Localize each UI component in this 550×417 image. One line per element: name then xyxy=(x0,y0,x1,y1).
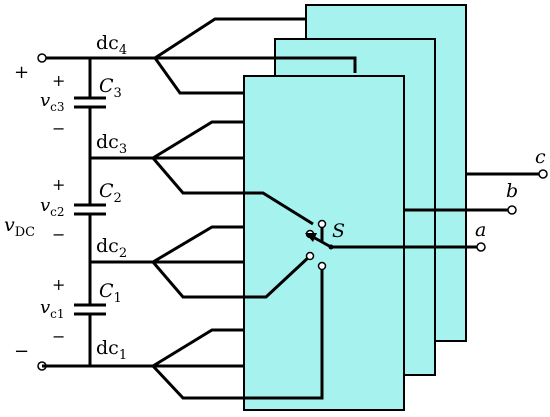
switch-contact-wire-2 xyxy=(244,191,314,226)
output-a-terminal[interactable] xyxy=(476,242,486,252)
dc3-feed-upper xyxy=(152,120,244,160)
switch-contact-dc2 xyxy=(305,251,315,261)
dc4-rail xyxy=(42,56,357,73)
dc3-label: dc3 xyxy=(96,131,127,157)
switch-arrowhead xyxy=(305,233,317,242)
dc2-feed-upper xyxy=(152,225,244,264)
c2-minus-sign: − xyxy=(52,225,65,244)
c1-minus-sign: − xyxy=(52,327,65,346)
output-a-label: a xyxy=(475,219,486,241)
switch-contact-dc1 xyxy=(317,261,327,271)
c1-plus-sign: + xyxy=(52,275,65,294)
output-c-terminal[interactable] xyxy=(538,169,548,179)
dc1-feed-lower xyxy=(151,364,244,400)
vc2-label: vc2 xyxy=(40,195,65,219)
switch-contact-wire-4 xyxy=(244,266,324,400)
output-b-terminal[interactable] xyxy=(507,205,517,215)
dc1-label: dc1 xyxy=(96,337,127,363)
capacitor-c2-label: C2 xyxy=(99,180,122,206)
dc2-label: dc2 xyxy=(96,235,127,261)
dc1-feed-upper xyxy=(152,328,244,368)
dc2-feed-lower xyxy=(151,261,244,299)
dc-plus-terminal[interactable] xyxy=(37,53,47,63)
dc-minus-sign: − xyxy=(14,341,29,362)
vdc-label: vDC xyxy=(4,214,35,240)
switch-contact-wire-3 xyxy=(244,254,312,299)
dc3-feed-lower xyxy=(151,157,244,195)
c3-plus-sign: + xyxy=(52,71,65,90)
dc4-to-phase-c xyxy=(154,17,306,60)
output-b-label: b xyxy=(506,180,518,202)
switch-blade xyxy=(312,235,332,249)
vc3-label: vc3 xyxy=(40,90,65,114)
output-c-label: c xyxy=(535,146,546,168)
vc1-label: vc1 xyxy=(40,297,65,321)
c3-minus-sign: − xyxy=(52,119,65,138)
switch-s-label: S xyxy=(332,220,345,242)
capacitor-c3-label: C3 xyxy=(99,75,122,101)
c2-plus-sign: + xyxy=(52,175,65,194)
dc4-label: dc4 xyxy=(96,32,127,58)
capacitor-c1-label: C1 xyxy=(99,280,122,306)
switch-contact-dc4 xyxy=(317,219,327,229)
dc-plus-sign: + xyxy=(14,62,29,83)
